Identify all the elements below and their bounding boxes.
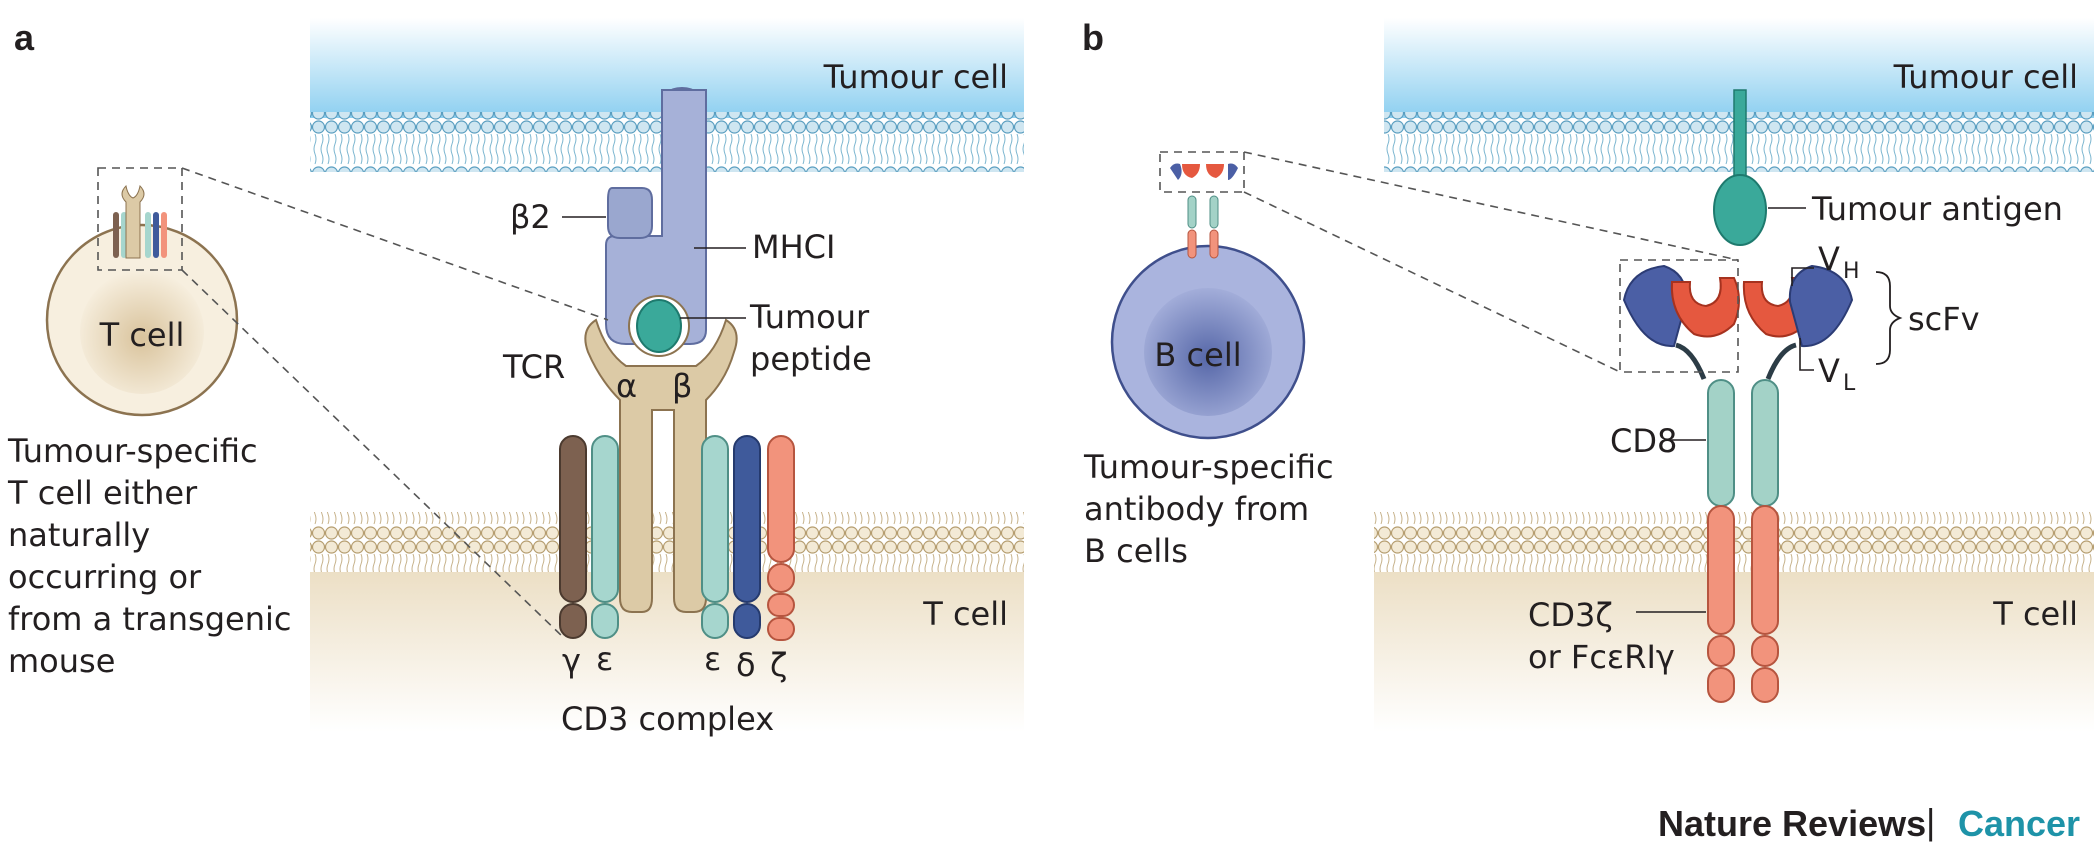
cd3z-left [1707, 505, 1735, 635]
tumour-antigen [1713, 174, 1767, 246]
tumour-cell-label-b: Tumour cell [1893, 58, 2078, 96]
cd8-label: CD8 [1610, 422, 1677, 460]
delta-itam [733, 603, 761, 639]
zeta-itam-3 [767, 617, 795, 641]
epsilon-label-1: ε [596, 640, 613, 678]
caption-a-line-6: mouse [8, 642, 115, 680]
cd3z-left-itam-2 [1707, 667, 1735, 703]
linker-right [1765, 342, 1797, 380]
epsilon-label-2: ε [704, 640, 721, 678]
epsilon-itam-1 [591, 603, 619, 639]
cd3-complex [559, 435, 795, 641]
journal-separator: | [1926, 801, 1935, 842]
tumour-cell-label-a: Tumour cell [823, 58, 1008, 96]
panel-b-letter: b [1082, 17, 1104, 58]
gamma-itam [559, 603, 587, 639]
b-cell-antibody-mini [1170, 163, 1238, 259]
mhci-label: MHCI [752, 228, 835, 266]
cd3z-label-2: or FcεRIγ [1528, 638, 1675, 676]
journal-name: Nature Reviews [1658, 803, 1926, 844]
caption-b-line-2: antibody from [1084, 490, 1309, 528]
tcr-label: TCR [502, 348, 565, 386]
scfv-brace [1875, 271, 1903, 365]
epsilon-chain-2 [701, 435, 729, 603]
t-cell-label: T cell [99, 316, 185, 354]
scfv [1622, 264, 1854, 380]
delta-label: δ [736, 646, 756, 684]
caption-b-line-3: B cells [1084, 532, 1188, 570]
journal-footer: Nature Reviews | Cancer [1658, 801, 2080, 844]
caption-b-line-1: Tumour-specific [1083, 448, 1334, 486]
b-cell-label: B cell [1154, 336, 1241, 374]
scfv-label: scFv [1908, 300, 1980, 338]
caption-a-line-4: occurring or [8, 558, 202, 596]
b2-microglobulin [607, 187, 653, 239]
vl-leader [1799, 338, 1814, 371]
tcell-region-a [310, 572, 1024, 732]
tcell-membrane-a [310, 512, 1024, 572]
panel-a: a Tumour cell T cell β2 MHCI α β TCR Tum… [7, 17, 1024, 738]
cd3z-right-itam-2 [1751, 667, 1779, 703]
zoom-line-a-2 [181, 269, 565, 639]
cd8-left [1707, 379, 1735, 507]
vh-leader [1791, 267, 1814, 286]
panel-a-letter: a [14, 17, 35, 58]
delta-chain [733, 435, 761, 603]
tumour-antigen-label: Tumour antigen [1811, 190, 2063, 228]
cd8-right [1751, 379, 1779, 507]
gamma-chain [559, 435, 587, 603]
cd3z-right-itam-1 [1751, 635, 1779, 667]
t-cell-receptor-mini [113, 184, 167, 259]
alpha-label: α [616, 367, 637, 405]
tumour-peptide-label-2: peptide [750, 340, 872, 378]
vh-label: V [1818, 240, 1840, 278]
tcell-membrane-label-b: T cell [1992, 595, 2078, 633]
journal-section: Cancer [1958, 803, 2080, 844]
caption-b: Tumour-specific antibody from B cells [1083, 448, 1334, 570]
beta-label: β [672, 367, 692, 405]
cd3z-left-itam-1 [1707, 635, 1735, 667]
b2-label: β2 [510, 198, 551, 236]
linker-left [1675, 342, 1707, 380]
t-cell-nucleus [80, 270, 204, 394]
cd3-complex-label: CD3 complex [561, 700, 774, 738]
b-cell-nucleus [1144, 288, 1272, 416]
caption-a-line-5: from a transgenic [8, 600, 291, 638]
zeta-chain [767, 435, 795, 563]
cd3z-label-1: CD3ζ [1528, 596, 1613, 634]
cd3z-right [1751, 505, 1779, 635]
vl-label: V [1818, 352, 1840, 390]
zoom-box-b [1619, 259, 1739, 373]
zoom-line-b-1 [1243, 151, 1739, 261]
caption-a-line-3: naturally [8, 516, 150, 554]
vl-sub: L [1843, 371, 1856, 396]
vh-sub: H [1843, 259, 1860, 284]
tcr-body [584, 318, 738, 613]
panel-b: b Tumour cell T cell Tumour antigen V H … [1082, 17, 2094, 732]
zoom-line-a-1 [181, 167, 609, 321]
zoom-box-a [97, 167, 183, 271]
caption-a-line-2: T cell either [7, 474, 198, 512]
caption-a: Tumour-specific T cell either naturally … [7, 432, 291, 680]
zeta-label: ζ [770, 646, 787, 684]
epsilon-chain-1 [591, 435, 619, 603]
caption-a-line-1: Tumour-specific [7, 432, 258, 470]
tcell-membrane-label-a: T cell [922, 595, 1008, 633]
zeta-itam-2 [767, 593, 795, 617]
zoom-box-b-mini [1159, 151, 1245, 193]
zeta-itam-1 [767, 563, 795, 593]
tumour-peptide [636, 299, 682, 353]
gamma-label: γ [562, 642, 581, 680]
epsilon-itam-2 [701, 603, 729, 639]
tumour-peptide-label-1: Tumour [749, 298, 870, 336]
mhci-heavy-chain [605, 89, 707, 345]
vh-left [1670, 277, 1740, 338]
